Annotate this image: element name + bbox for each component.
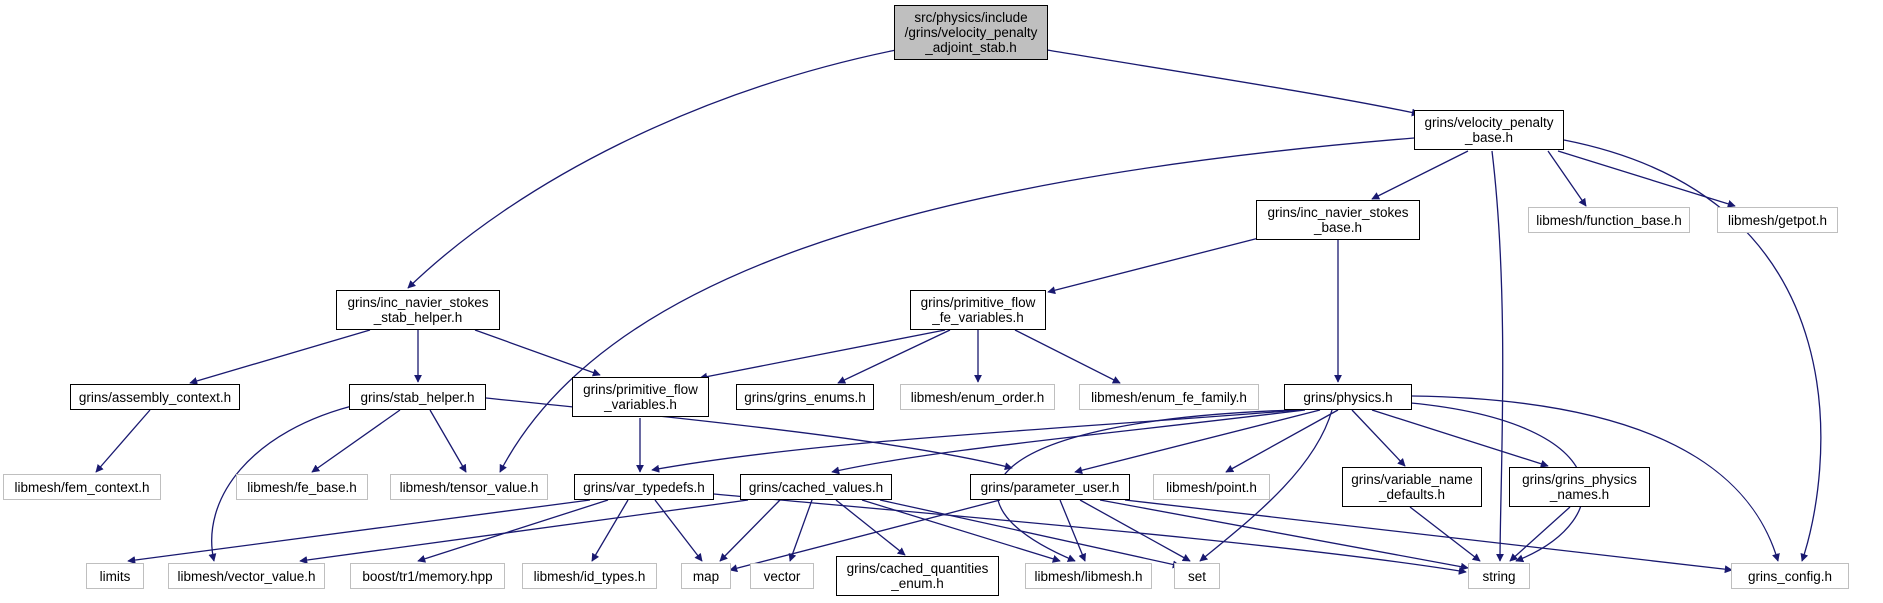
- node-tensor-value-h[interactable]: libmesh/tensor_value.h: [390, 474, 548, 500]
- edge-var-typedefs-to-string: [713, 493, 1467, 575]
- node-function-base-h[interactable]: libmesh/function_base.h: [1528, 207, 1690, 233]
- node-vector-value-h[interactable]: libmesh/vector_value.h: [168, 563, 325, 589]
- node-grins-enums-h[interactable]: grins/grins_enums.h: [736, 384, 874, 410]
- node-enum-fe-family-h[interactable]: libmesh/enum_fe_family.h: [1079, 384, 1259, 410]
- node-map[interactable]: map: [681, 563, 731, 589]
- edge-velocity-penalty-base-to-string: [1491, 150, 1505, 562]
- node-string[interactable]: string: [1468, 563, 1530, 589]
- node-getpot-h[interactable]: libmesh/getpot.h: [1717, 207, 1838, 233]
- node-stab-helper-h[interactable]: grins/stab_helper.h: [349, 384, 486, 410]
- node-velocity-penalty-base-h[interactable]: grins/velocity_penalty _base.h: [1414, 110, 1564, 150]
- edge-velocity-penalty-base-to-grins-config: [1563, 139, 1822, 562]
- node-inc-navier-stokes-base-h[interactable]: grins/inc_navier_stokes _base.h: [1256, 200, 1420, 240]
- node-grins-config-h[interactable]: grins_config.h: [1731, 563, 1849, 589]
- edge-cached-values-to-libmesh: [861, 499, 1061, 563]
- edge-cached-values-to-set: [879, 499, 1181, 569]
- edge-cached-values-to-cached-quantities-enum: [835, 499, 906, 556]
- node-fem-context-h[interactable]: libmesh/fem_context.h: [3, 474, 161, 500]
- node-vector[interactable]: vector: [750, 563, 814, 589]
- node-assembly-context-h[interactable]: grins/assembly_context.h: [70, 384, 240, 410]
- edge-velocity-penalty-base-to-inc-navier-stokes-base: [1371, 150, 1469, 200]
- edge-physics-to-var-typedefs: [651, 409, 1301, 473]
- edge-velocity-penalty-base-to-getpot: [1557, 150, 1736, 208]
- node-libmesh-h[interactable]: libmesh/libmesh.h: [1025, 563, 1152, 589]
- edge-physics-to-cached-values: [831, 409, 1306, 475]
- node-set[interactable]: set: [1174, 563, 1220, 589]
- edge-primitive-flow-fe-variables-to-grins-enums: [837, 329, 951, 384]
- node-enum-order-h[interactable]: libmesh/enum_order.h: [900, 384, 1055, 410]
- edge-var-typedefs-to-limits: [127, 499, 591, 565]
- edge-primitive-flow-fe-variables-to-enum-fe-family: [1014, 329, 1121, 384]
- edge-physics-to-grins-config: [1411, 395, 1780, 562]
- edge-variable-name-defaults-to-string: [1409, 506, 1481, 562]
- edge-parameter-user-to-grins-config: [1124, 499, 1733, 574]
- edge-grins-physics-names-to-string: [1509, 506, 1571, 562]
- edge-parameter-user-to-libmesh: [1059, 499, 1086, 562]
- node-limits[interactable]: limits: [86, 563, 144, 589]
- edge-parameter-user-to-string: [1099, 499, 1469, 571]
- node-primitive-flow-variables-h[interactable]: grins/primitive_flow _variables.h: [572, 377, 709, 417]
- edge-parameter-user-to-map: [729, 499, 1001, 573]
- edge-var-typedefs-to-id-types: [591, 499, 629, 562]
- edge-inc-navier-stokes-stab-helper-to-primitive-flow-variables: [474, 329, 601, 377]
- edge-physics-to-variable-name-defaults: [1351, 409, 1406, 467]
- edge-var-typedefs-to-map: [654, 499, 703, 562]
- edge-physics-to-set: [1199, 409, 1333, 562]
- edge-var-typedefs-to-memory: [417, 499, 609, 563]
- node-cached-values-h[interactable]: grins/cached_values.h: [740, 474, 892, 500]
- edge-physics-to-libmesh: [996, 409, 1296, 562]
- node-memory-hpp[interactable]: boost/tr1/memory.hpp: [350, 563, 505, 589]
- node-fe-base-h[interactable]: libmesh/fe_base.h: [236, 474, 368, 500]
- edge-stab-helper-to-tensor-value: [429, 409, 467, 473]
- node-id-types-h[interactable]: libmesh/id_types.h: [522, 563, 657, 589]
- node-velocity-penalty-adjoint-stab-h[interactable]: src/physics/include /grins/velocity_pena…: [894, 5, 1048, 60]
- edge-velocity-penalty-base-to-tensor-value: [499, 137, 1415, 473]
- node-variable-name-defaults-h[interactable]: grins/variable_name _defaults.h: [1342, 467, 1482, 507]
- edge-inc-navier-stokes-base-to-primitive-flow-fe-variables: [1047, 237, 1260, 295]
- edge-velocity-penalty-base-to-function-base: [1547, 150, 1587, 207]
- node-primitive-flow-fe-variables-h[interactable]: grins/primitive_flow _fe_variables.h: [910, 290, 1046, 330]
- edge-parameter-user-to-set: [1079, 499, 1191, 562]
- node-cached-quantities-enum-h[interactable]: grins/cached_quantities _enum.h: [836, 556, 999, 596]
- edge-stab-helper-to-vector-value: [208, 403, 361, 562]
- node-parameter-user-h[interactable]: grins/parameter_user.h: [970, 474, 1130, 500]
- edge-assembly-context-to-fem-context: [95, 409, 151, 473]
- edge-root-to-velocity-penalty-base: [1040, 48, 1420, 117]
- node-grins-physics-names-h[interactable]: grins/grins_physics _names.h: [1509, 467, 1650, 507]
- edge-cached-values-to-vector: [788, 499, 813, 562]
- edge-physics-to-point: [1225, 409, 1339, 473]
- edge-primitive-flow-fe-variables-to-primitive-flow-variables: [699, 329, 946, 381]
- edge-physics-to-grins-physics-names: [1371, 409, 1549, 468]
- node-physics-h[interactable]: grins/physics.h: [1284, 384, 1412, 410]
- edge-cached-values-to-map: [719, 499, 781, 562]
- edge-physics-to-parameter-user: [1074, 409, 1321, 475]
- edge-root-to-inc-navier-stokes-stab-helper: [407, 49, 897, 289]
- edge-cached-values-to-vector-value: [299, 499, 749, 564]
- edge-stab-helper-parent-to-assembly-context: [189, 329, 371, 385]
- node-inc-navier-stokes-stab-helper-h[interactable]: grins/inc_navier_stokes _stab_helper.h: [336, 290, 500, 330]
- edge-stab-helper-to-fe-base: [311, 409, 401, 473]
- node-point-h[interactable]: libmesh/point.h: [1153, 474, 1270, 500]
- node-var-typedefs-h[interactable]: grins/var_typedefs.h: [574, 474, 714, 500]
